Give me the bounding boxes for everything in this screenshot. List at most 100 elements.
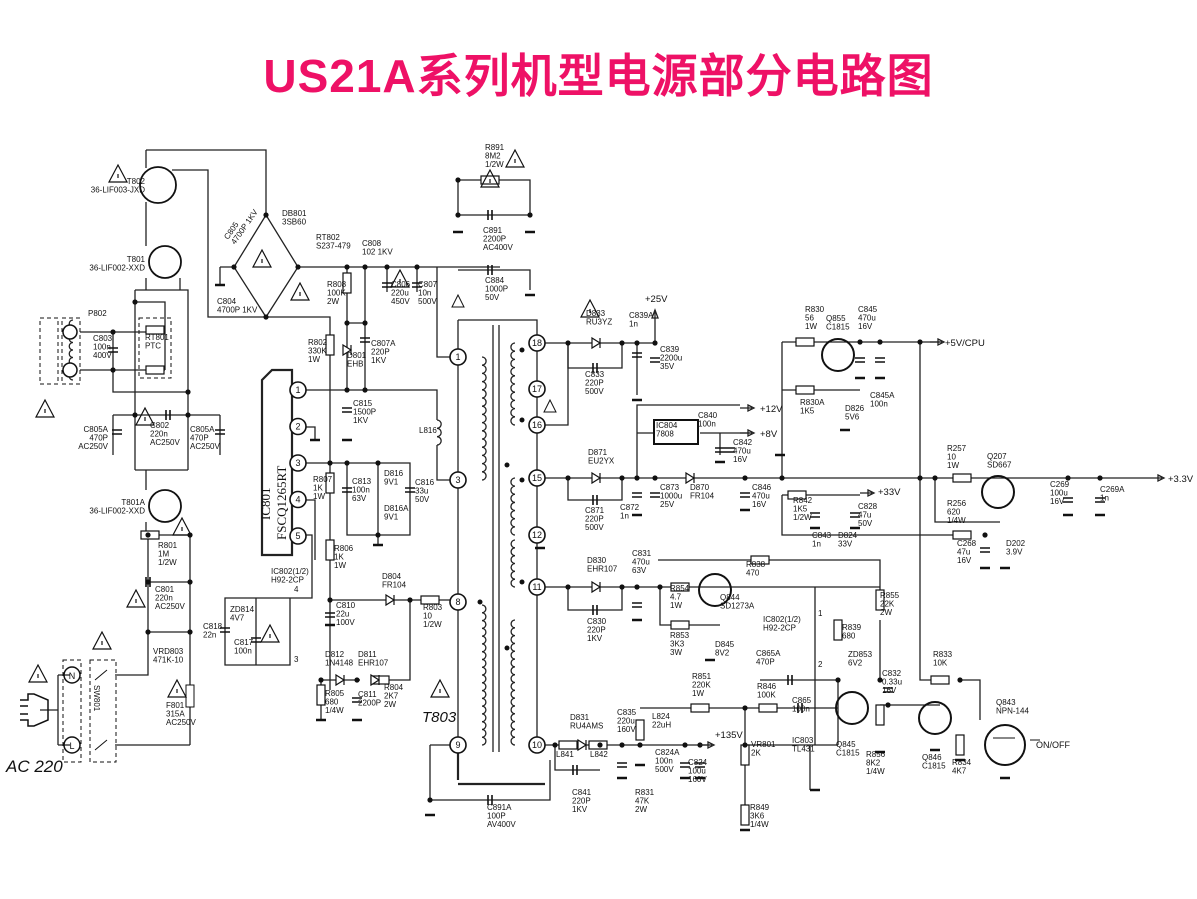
component-ref: C843	[812, 531, 832, 540]
t803-pin	[449, 593, 467, 611]
component-ref: R853	[670, 631, 690, 640]
rail-arrow-icon	[740, 428, 756, 438]
component-ref: R842	[793, 496, 813, 505]
rail-label: +25V	[645, 294, 668, 305]
junction-dot	[619, 475, 625, 481]
component-ref: R849	[750, 803, 770, 812]
rail-label: +5V/CPU	[945, 338, 985, 349]
component-ref: C803	[93, 334, 113, 343]
component-ref: C891A	[487, 803, 512, 812]
component-ref: C872	[620, 503, 640, 512]
rail-label: +135V	[715, 730, 743, 741]
component-ref: D801	[347, 351, 367, 360]
transistor-icon	[984, 724, 1026, 766]
capacitor-icon	[883, 687, 893, 693]
capacitor-icon	[980, 547, 990, 553]
component-value: 100n	[870, 400, 888, 409]
component-value: 620	[947, 508, 961, 517]
junction-dot	[145, 579, 151, 585]
capacitor-icon	[572, 765, 578, 775]
component-ref: C873	[660, 483, 680, 492]
component-ref: D812	[325, 650, 345, 659]
capacitor-icon	[797, 703, 803, 713]
sw801-label: SW801	[92, 685, 101, 712]
component-value: NPN-144	[996, 707, 1029, 716]
diode-icon	[591, 471, 602, 485]
resistor	[670, 582, 690, 592]
rail-arrow-icon	[1150, 473, 1166, 483]
winding-dot	[477, 599, 483, 605]
component-ref: C811	[358, 690, 377, 699]
junction-dot	[344, 320, 350, 326]
plug-dashed-box	[62, 659, 82, 763]
resistor	[690, 703, 710, 713]
junction-dot	[327, 460, 333, 466]
component-value: 1KV	[587, 634, 603, 643]
component-value: 36-LIF002-XXD	[89, 507, 145, 516]
component-ref: C865	[792, 696, 812, 705]
capacitor-icon	[875, 357, 885, 363]
warning-triangle-icon	[172, 516, 192, 536]
component-value: C1815	[836, 749, 860, 758]
winding-dot	[519, 417, 525, 423]
component-value: AC250V	[166, 718, 196, 727]
winding-dot	[519, 579, 525, 585]
component-value: 10	[947, 453, 956, 462]
component-value: 220n	[155, 594, 173, 603]
rail-arrow-icon	[651, 308, 659, 319]
winding-dot	[504, 462, 510, 468]
resistor	[342, 272, 352, 294]
junction-dot	[565, 584, 571, 590]
junction-dot	[597, 742, 603, 748]
component-ref: D870	[690, 483, 710, 492]
component-value: 2200P	[483, 235, 506, 244]
capacitor-icon	[695, 762, 705, 768]
component-ref: C839A	[629, 311, 654, 320]
t803-pin-number: 18	[532, 338, 542, 348]
wires	[40, 149, 1150, 815]
warning-triangle-icon	[580, 298, 600, 318]
component-ref: R839	[842, 623, 862, 632]
winding-dot	[519, 477, 525, 483]
component-ref: IC804	[656, 421, 678, 430]
component-value: H92-2CP	[763, 624, 796, 633]
t803-pin	[528, 469, 546, 487]
choke-t801-icon	[148, 245, 182, 279]
component-value: 5V6	[845, 413, 860, 422]
component-value: 470P	[89, 434, 108, 443]
capacitor-icon	[632, 492, 642, 498]
component-ref: D830	[587, 556, 607, 565]
diode-icon	[591, 336, 602, 350]
component-value: 1n	[812, 540, 821, 549]
component-ref: C269A	[1100, 485, 1125, 494]
component-ref: Q855	[826, 314, 846, 323]
component-ref: C839	[660, 345, 680, 354]
component-value: 10n	[418, 289, 431, 298]
t803-pin-number: 16	[532, 420, 542, 430]
resistor	[420, 595, 440, 605]
winding-dot	[519, 347, 525, 353]
component-value: 1KV	[371, 356, 387, 365]
component-ref: C807	[418, 280, 438, 289]
component-ref: C833	[585, 370, 605, 379]
component-ref: R854	[670, 584, 690, 593]
resistor	[795, 337, 815, 347]
junction-dot	[619, 584, 625, 590]
